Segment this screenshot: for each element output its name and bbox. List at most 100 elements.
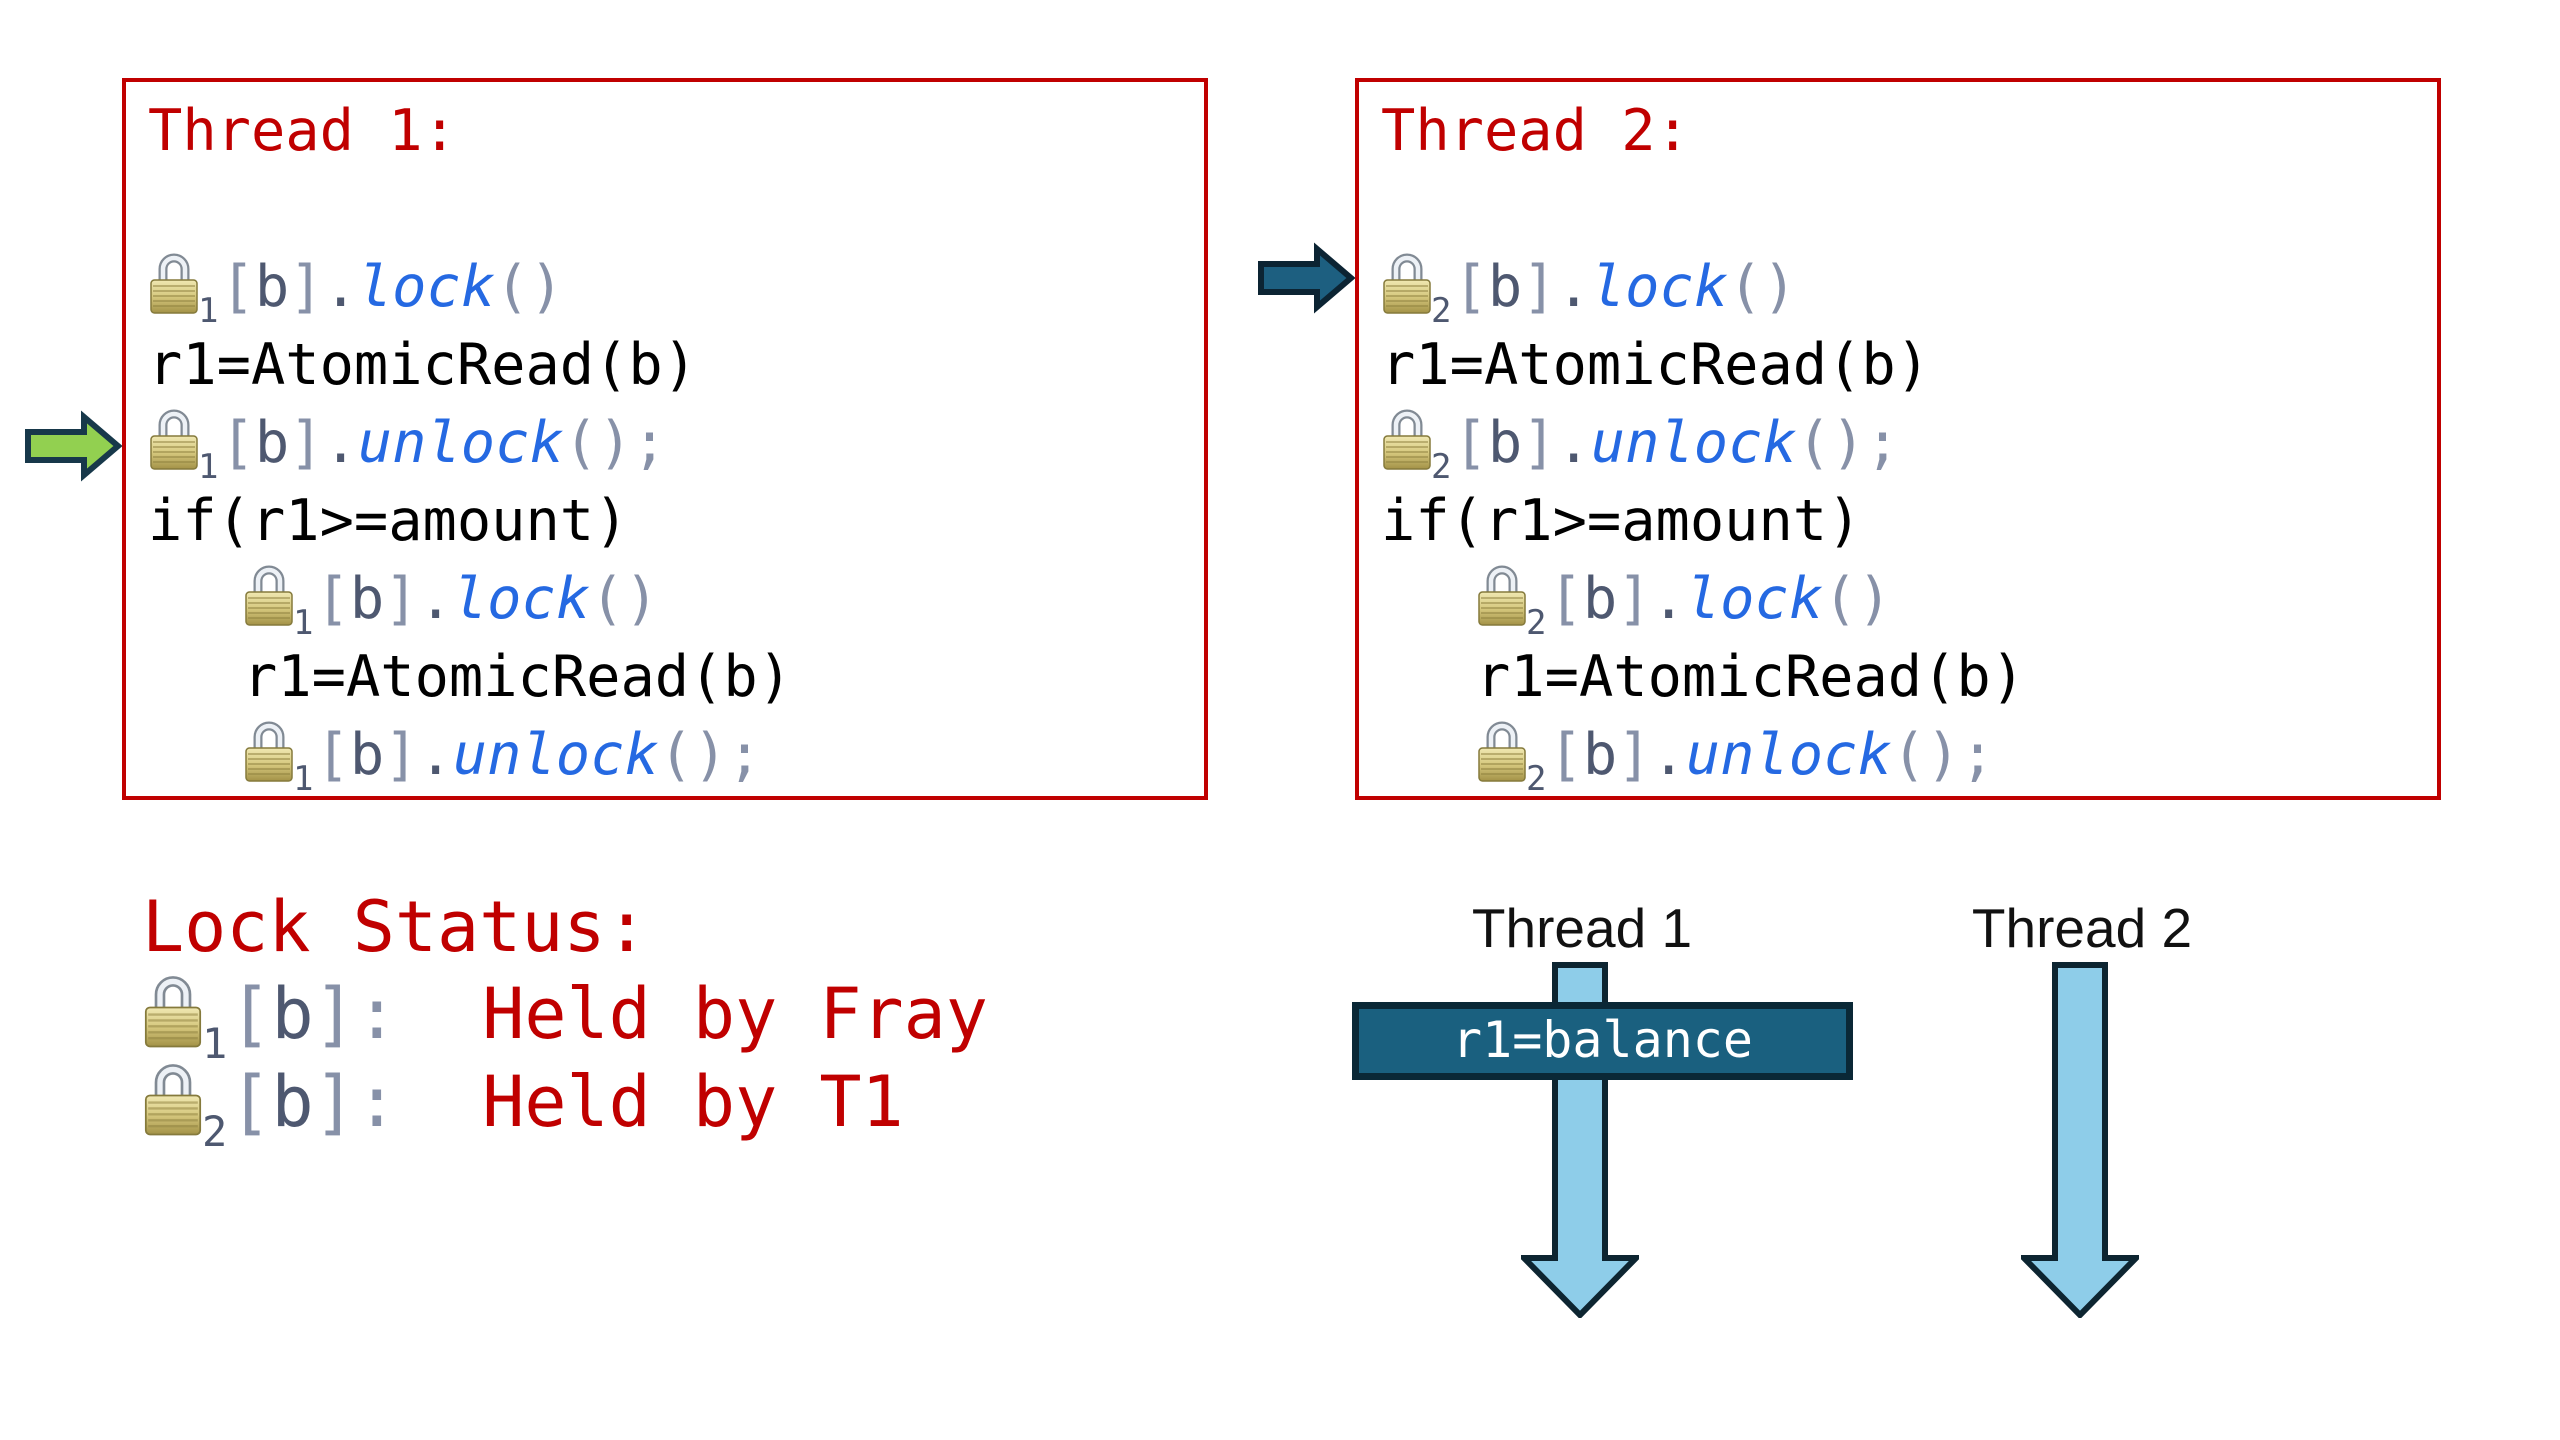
code-token: lock xyxy=(1685,566,1824,632)
code-token: . xyxy=(418,722,453,788)
code-line: r1=AtomicRead(b) xyxy=(1381,326,2437,404)
code-token: ] xyxy=(313,973,356,1055)
teal-right-arrow-icon xyxy=(1258,242,1355,314)
code-line: 2[b].lock() xyxy=(1381,560,2437,643)
code-token: b xyxy=(1487,410,1523,476)
lock-icon xyxy=(148,250,200,316)
code-token: [ xyxy=(315,566,350,632)
code-token: [ xyxy=(315,722,350,788)
code-token: r1=AtomicRead(b) xyxy=(243,644,793,710)
code-token: () xyxy=(495,254,564,320)
code-token: ] xyxy=(1522,254,1557,320)
code-token: [ xyxy=(220,254,255,320)
code-token: (); xyxy=(563,410,667,476)
code-token: unlock xyxy=(1590,410,1797,476)
code-token: [ xyxy=(1453,410,1488,476)
r1-balance-badge: r1=balance xyxy=(1352,1002,1853,1080)
timeline-arrow-down-icon xyxy=(2021,962,2139,1318)
code-token: . xyxy=(1651,722,1686,788)
timeline-label-thread2: Thread 2 xyxy=(1971,897,2193,959)
code-token: [ xyxy=(229,973,272,1055)
code-token: ] xyxy=(384,722,419,788)
thread1-code-box: Thread 1: 1[b].lock()r1=AtomicRead(b)1[b… xyxy=(122,78,1208,800)
lock-icon xyxy=(1476,718,1528,784)
lock-icon xyxy=(1381,406,1433,472)
code-token: ] xyxy=(1617,722,1652,788)
code-token: if(r1>=amount) xyxy=(1381,488,1862,554)
code-line: 2[b].unlock(); xyxy=(1381,404,2437,487)
code-token: unlock xyxy=(1685,722,1892,788)
code-token: . xyxy=(323,254,358,320)
code-token: r1=AtomicRead(b) xyxy=(1476,644,2026,710)
code-token: . xyxy=(1556,254,1591,320)
code-token: ] xyxy=(313,1061,356,1143)
lock-icon xyxy=(243,718,295,784)
code-token: lock xyxy=(1590,254,1729,320)
code-token: [ xyxy=(1548,722,1583,788)
lock-subscript: 2 xyxy=(1526,603,1547,643)
lock-subscript: 2 xyxy=(1431,291,1452,331)
code-token: . xyxy=(1651,566,1686,632)
lock-status-entry: 1[b]: Held by Fray xyxy=(142,970,988,1068)
code-line: if(r1>=amount) xyxy=(1381,482,2437,560)
lock-subscript: 1 xyxy=(293,603,314,643)
lock-subscript: 1 xyxy=(198,447,219,487)
code-token: () xyxy=(1728,254,1797,320)
code-token: ] xyxy=(289,410,324,476)
thread2-title: Thread 2: xyxy=(1381,98,1690,164)
code-token: unlock xyxy=(357,410,564,476)
code-token: () xyxy=(590,566,659,632)
lock-subscript: 2 xyxy=(1431,447,1452,487)
code-line: if(r1>=amount) xyxy=(148,482,1204,560)
code-token: : xyxy=(355,973,398,1055)
lock-subscript: 1 xyxy=(293,759,314,799)
code-token: Held by T1 xyxy=(397,1061,904,1143)
code-token: lock xyxy=(452,566,591,632)
code-token: . xyxy=(1556,410,1591,476)
code-line: 1[b].unlock(); xyxy=(148,716,1204,799)
code-token: . xyxy=(418,566,453,632)
code-line: 2[b].unlock(); xyxy=(1381,716,2437,799)
code-line: 1[b].lock() xyxy=(148,560,1204,643)
code-token: [ xyxy=(1453,254,1488,320)
code-token: lock xyxy=(357,254,496,320)
code-token: ] xyxy=(384,566,419,632)
green-right-arrow-icon xyxy=(25,410,122,482)
code-token: [ xyxy=(1548,566,1583,632)
code-token: : xyxy=(355,1061,398,1143)
code-token: [ xyxy=(220,410,255,476)
lock-subscript: 1 xyxy=(198,291,219,331)
code-line: 1[b].lock() xyxy=(148,248,1204,331)
thread2-code: 2[b].lock()r1=AtomicRead(b)2[b].unlock()… xyxy=(1381,170,2437,799)
code-token: [ xyxy=(229,1061,272,1143)
timeline-label-thread1: Thread 1 xyxy=(1471,897,1693,959)
code-token: b xyxy=(1487,254,1523,320)
code-token: () xyxy=(1823,566,1892,632)
lock-icon xyxy=(142,972,204,1050)
code-token: b xyxy=(349,722,385,788)
lock-status-entry: 2[b]: Held by T1 xyxy=(142,1058,988,1156)
code-token: b xyxy=(271,1061,314,1143)
code-token: ] xyxy=(289,254,324,320)
code-token: b xyxy=(271,973,314,1055)
code-token: (); xyxy=(1891,722,1995,788)
code-line: r1=AtomicRead(b) xyxy=(1381,638,2437,716)
code-token: . xyxy=(323,410,358,476)
code-token: b xyxy=(254,410,290,476)
code-token: r1=AtomicRead(b) xyxy=(148,332,698,398)
lock-status-title: Lock Status: xyxy=(142,886,648,968)
code-line: 1[b].unlock(); xyxy=(148,404,1204,487)
code-token: if(r1>=amount) xyxy=(148,488,629,554)
code-token: b xyxy=(1582,566,1618,632)
code-line xyxy=(148,170,1204,248)
code-line: r1=AtomicRead(b) xyxy=(148,326,1204,404)
code-token: (); xyxy=(658,722,762,788)
lock-icon xyxy=(1476,562,1528,628)
lock-subscript: 2 xyxy=(1526,759,1547,799)
thread1-title: Thread 1: xyxy=(148,98,457,164)
code-token: b xyxy=(1582,722,1618,788)
lock-icon xyxy=(142,1060,204,1138)
